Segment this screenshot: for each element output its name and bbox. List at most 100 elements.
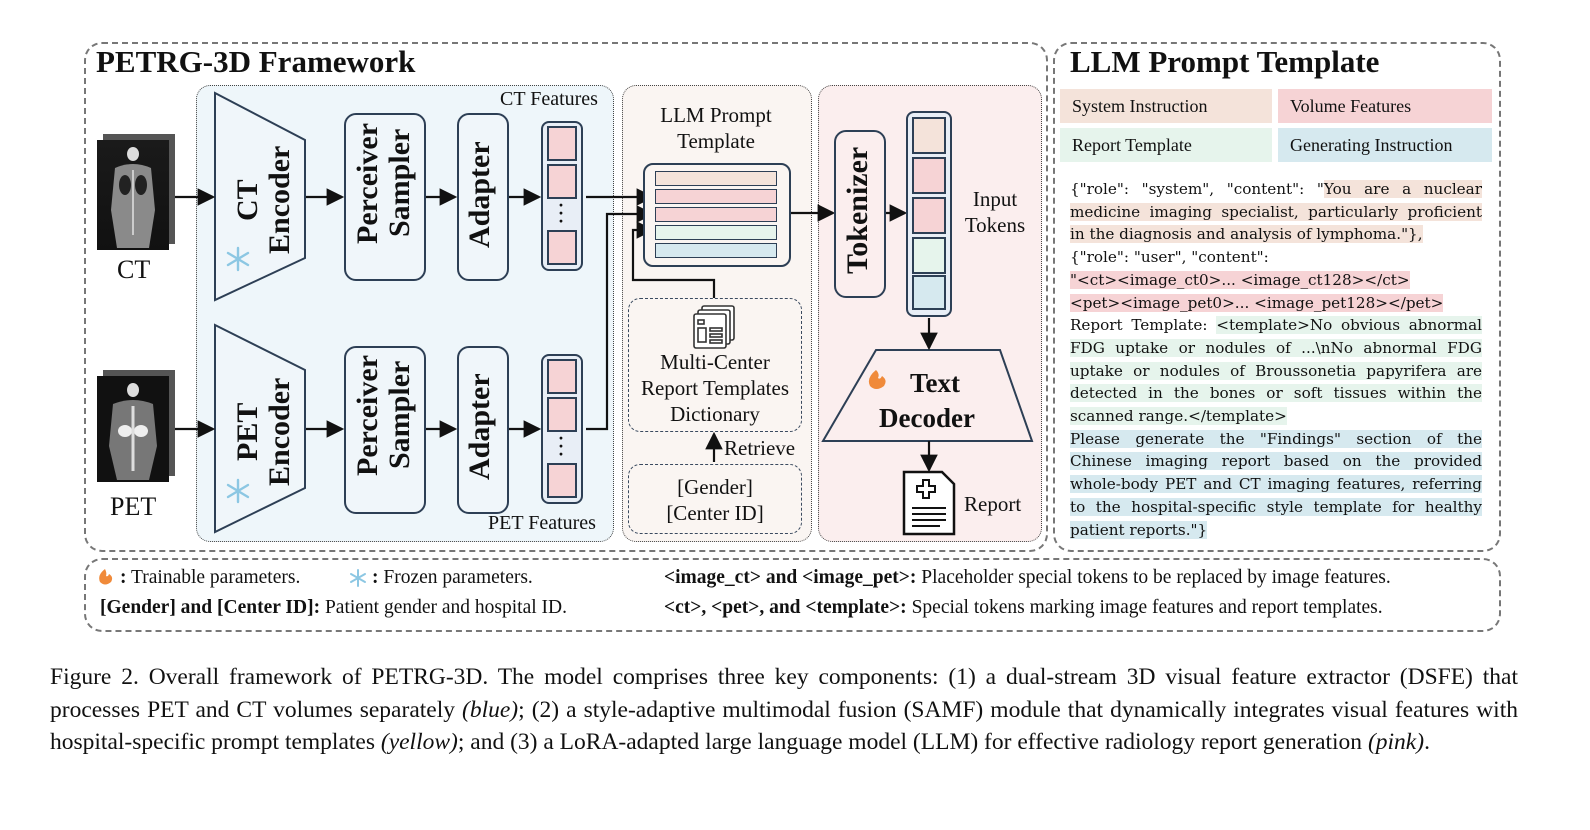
report-template-slot (655, 225, 777, 240)
prompt-panel-title: LLM Prompt Template (1070, 44, 1380, 79)
pet-sampler-line2: Sampler (383, 360, 416, 470)
pet-adapter (457, 346, 509, 514)
report-prefix: Report Template: (1070, 316, 1217, 335)
framework-panel (84, 42, 1048, 552)
prompt-example-text: {"role": "system", "content": "You are a… (1070, 178, 1482, 541)
decoder-line1: Text (909, 368, 960, 398)
ct-body-silhouette (111, 147, 155, 248)
note-frozen-key: : (372, 567, 379, 588)
prompt-template-line2: Template (677, 129, 755, 153)
note-image-tokens: <image_ct> and <image_pet>: Placeholder … (664, 567, 1391, 589)
gender-query: [Gender] (677, 475, 753, 499)
tokenizer-box (834, 130, 886, 298)
pet-perceiver-sampler (344, 346, 426, 514)
report-label: Report (964, 492, 1022, 516)
prompt-template-stack (643, 163, 791, 267)
token-ct-volume (912, 157, 946, 194)
ct-encoder-label: CT Encoder (231, 140, 296, 260)
notes-panel (84, 558, 1501, 632)
note-image-tokens-key: <image_ct> and <image_pet>: (664, 567, 917, 588)
token-report-template (912, 237, 946, 274)
generating-instruction-content: Please generate the "Findings" section o… (1070, 429, 1482, 539)
note-gender-text: Patient gender and hospital ID. (320, 597, 568, 618)
pet-sampler-label: Perceiver Sampler (351, 350, 416, 480)
feature-cell (547, 359, 577, 394)
caption-part4: . (1424, 729, 1430, 755)
note-trainable: : Trainable parameters. (120, 567, 300, 589)
figure-caption: Figure 2. Overall framework of PETRG-3D.… (50, 661, 1518, 759)
ct-feature-tokens: ··· (541, 121, 583, 271)
token-pet-volume (912, 197, 946, 234)
ct-volume-slot (655, 189, 777, 204)
ellipsis-dots: ··· (558, 195, 565, 231)
framework-title: PETRG-3D Framework (96, 44, 416, 79)
ct-encoder-line2: Encoder (263, 145, 296, 255)
dictionary-document-icon (693, 305, 735, 349)
token-generating (912, 275, 946, 310)
pet-adapter-label: Adapter (463, 373, 496, 481)
token-system (912, 117, 946, 154)
caption-part2: ; (2) a style-adaptive multimodal fusion… (50, 696, 1518, 756)
pet-encoder-line1: PET (231, 402, 264, 462)
pet-scan-image (97, 376, 169, 482)
feature-cell (547, 164, 577, 199)
dictionary-line2: Report Templates (640, 376, 790, 400)
prompt-template-panel (1053, 42, 1501, 552)
pet-encoder-frozen-icon (226, 478, 250, 504)
volume-ct-tokens: "<ct><image_ct0>... <image_ct128></ct> (1070, 270, 1410, 289)
prompt-template-line1: LLM Prompt (660, 103, 772, 127)
input-tokens-line1: Input (972, 187, 1018, 211)
input-tokens-line2: Tokens (964, 213, 1026, 237)
legend-flame-icon (99, 569, 113, 585)
system-prefix: {"role": "system", "content": " (1070, 180, 1324, 198)
ct-perceiver-sampler (344, 113, 426, 281)
ct-adapter (457, 113, 509, 281)
legend-frozen-icon (350, 569, 366, 587)
dictionary-line1: Multi-Center (660, 350, 770, 374)
query-label: [Gender] [Center ID] (622, 474, 808, 526)
text-decoder-label: Text Decoder (862, 366, 992, 436)
gender-center-query (628, 464, 802, 534)
pet-volume-slot (655, 207, 777, 222)
ct-encoder-frozen-icon (226, 246, 250, 272)
note-special-tokens: <ct>, <pet>, and <template>: Special tok… (664, 597, 1383, 619)
system-instruction-slot (655, 171, 777, 186)
pet-input-label: PET (110, 492, 157, 521)
pet-encoder-line2: Encoder (263, 377, 296, 487)
pet-features-label: PET Features (488, 512, 596, 534)
note-frozen-text: Frozen parameters. (378, 567, 533, 588)
caption-pink: (pink) (1367, 729, 1425, 755)
note-special-tokens-key: <ct>, <pet>, and <template>: (664, 597, 907, 618)
ct-sampler-line1: Perceiver (351, 122, 384, 244)
caption-part3: ; and (3) a LoRA-adapted large language … (457, 729, 1368, 755)
report-document-icon (902, 470, 956, 536)
legend-generating-instruction: Generating Instruction (1278, 128, 1492, 162)
ct-adapter-label: Adapter (463, 141, 496, 249)
decoder-line2: Decoder (879, 403, 975, 433)
pet-feature-tokens: ··· (541, 354, 583, 504)
decoder-flame-icon (868, 370, 886, 389)
tokenizer-label: Tokenizer (841, 146, 874, 274)
center-id-query: [Center ID] (666, 501, 764, 525)
pet-sampler-line1: Perceiver (351, 354, 384, 476)
retrieve-label: Retrieve (724, 436, 796, 460)
ct-sampler-label: Perceiver Sampler (351, 118, 416, 248)
caption-yellow: (yellow) (380, 729, 458, 755)
ct-encoder-line1: CT (231, 179, 264, 221)
note-trainable-text: Trainable parameters. (126, 567, 301, 588)
prompt-template-label: LLM Prompt Template (622, 102, 810, 154)
input-tokens-label: Input Tokens (956, 186, 1034, 238)
note-frozen: : Frozen parameters. (372, 567, 533, 589)
note-special-tokens-text: Special tokens marking image features an… (906, 597, 1383, 618)
note-gender-key: [Gender] and [Center ID]: (100, 597, 321, 618)
ct-input-label: CT (117, 255, 151, 284)
feature-cell (547, 126, 577, 161)
note-trainable-key: : (120, 567, 127, 588)
feature-cell (547, 230, 577, 265)
feature-cell (547, 463, 577, 498)
volume-pet-tokens: <pet><image_pet0>... <image_pet128></pet… (1070, 293, 1444, 312)
feature-cell (547, 397, 577, 432)
ct-scan-image (97, 140, 169, 250)
legend-volume-features: Volume Features (1278, 89, 1492, 123)
